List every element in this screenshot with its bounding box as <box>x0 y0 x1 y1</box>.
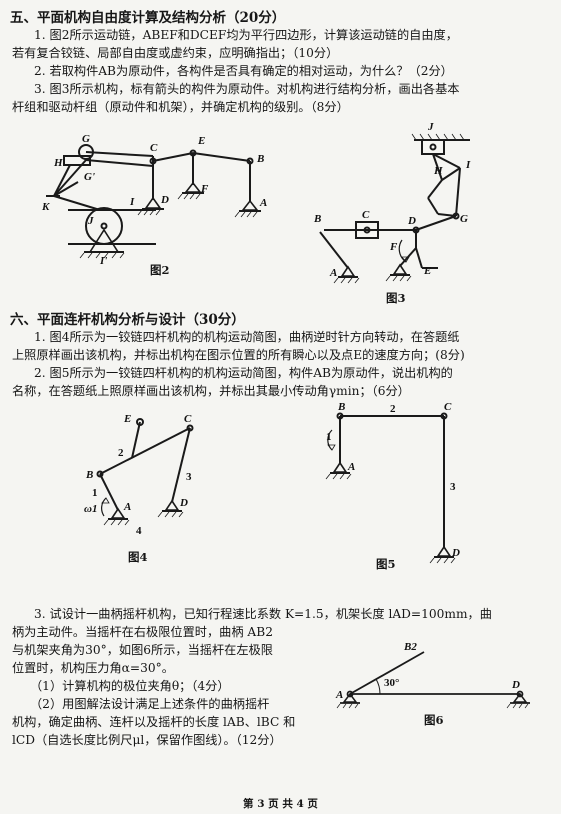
fig6-label-a: A <box>335 689 343 701</box>
fig5-link-2: 2 <box>390 403 396 415</box>
fig2-label-b: B <box>256 153 264 165</box>
fig5-link-1: 1 <box>326 431 332 443</box>
fig4-link-1: 1 <box>92 487 98 499</box>
fig2-label-h: H <box>53 157 63 169</box>
fig4-label-c: C <box>184 413 192 425</box>
section6-q2-line2: 名称，在答题纸上照原样画出该机构，并标出其最小传动角γmin；（6分） <box>12 384 410 398</box>
fig3-label-j: J <box>427 121 434 133</box>
fig4-label-a: A <box>123 501 131 513</box>
fig2-label-ip: I' <box>99 255 107 267</box>
fig3-label-b: B <box>313 213 321 225</box>
fig5-label-d: D <box>451 547 460 559</box>
q3-line6: （2）用图解法设计满足上述条件的曲柄摇杆 <box>30 697 270 711</box>
fig2-label-a: A <box>259 197 267 209</box>
fig3-label-g: G <box>460 213 468 225</box>
fig4-link-4: 4 <box>136 525 142 537</box>
fig2-label-g: G <box>82 133 90 145</box>
fig2-label-gp: G' <box>84 171 95 183</box>
fig3-slider-j <box>421 139 445 155</box>
fig4-label-b: B <box>85 469 93 481</box>
section5-q3-line2: 杆组和驱动杆组（原动件和机架），并确定机构的级别。（8分） <box>12 100 349 114</box>
fig5-label-c: C <box>444 401 452 413</box>
fig3-label-i: I <box>465 159 471 171</box>
section5-q1-line2: 若有复合铰链、局部自由度或虚约束，应明确指出；（10分） <box>12 46 339 60</box>
fig2-label-e: E <box>197 135 205 147</box>
fig3-slider-c <box>355 221 379 239</box>
fig2-label-c: C <box>150 142 158 154</box>
fig3-label-e: E <box>423 265 431 277</box>
q3-line4: 位置时，机构压力角α=30°。 <box>12 661 174 675</box>
q3-line3: 与机架夹角为30°，如图6所示，当摇杆在左极限 <box>12 643 273 657</box>
fig5-link-3: 3 <box>450 481 456 493</box>
fig4-link-2: 2 <box>118 447 124 459</box>
q3-line8: lCD（自选长度比例尺μl，保留作图线）。（12分） <box>12 733 282 747</box>
figure-2: H G G' K I J I' C D E F B A <box>41 133 267 267</box>
fig5-caption: 图5 <box>376 557 396 571</box>
fig6-angle-label: 30° <box>384 677 399 689</box>
fig3-label-f: F <box>389 241 398 253</box>
figure-5: B C A D 1 2 3 <box>325 401 460 564</box>
q3-line7: 机构，确定曲柄、连杆以及摇杆的长度 lAB、lBC 和 <box>12 715 296 729</box>
section5-title: 五、平面机构自由度计算及结构分析（20分） <box>10 10 286 26</box>
q3-line5: （1）计算机构的极位夹角θ；（4分） <box>30 679 230 693</box>
section6-q1-line1: 1. 图4所示为一铰链四杆机构的机构运动简图，曲柄逆时针方向转动，在答题纸 <box>34 330 460 344</box>
q3-line2: 柄为主动件。当摇杆在右极限位置时，曲柄 AB2 <box>12 625 273 639</box>
fig3-label-a: A <box>329 267 337 279</box>
fig3-label-c: C <box>362 209 370 221</box>
section5-q2: 2. 若取构件AB为原动件，各构件是否具有确定的相对运动，为什么？（2分） <box>34 64 453 78</box>
page-footer: 第 3 页 共 4 页 <box>243 798 318 810</box>
section5-q3-line1: 3. 图3所示机构，标有箭头的构件为原动件。对机构进行结构分析，画出各基本 <box>34 82 460 96</box>
fig2-label-d: D <box>160 194 169 206</box>
fig2-caption: 图2 <box>150 263 170 277</box>
section6-title: 六、平面连杆机构分析与设计（30分） <box>10 312 245 328</box>
fig2-label-k: K <box>41 201 50 213</box>
q3-line1: 3. 试设计一曲柄摇杆机构，已知行程速比系数 K=1.5，机架长度 lAD=10… <box>34 607 492 621</box>
figure-6: B2 A D 30° <box>335 641 530 709</box>
fig6-caption: 图6 <box>424 713 444 727</box>
section5-q1-line1: 1. 图2所示运动链，ABEF和DCEF均为平行四边形，计算该运动链的自由度， <box>34 28 458 42</box>
fig6-label-d: D <box>511 679 520 691</box>
fig3-label-h: H <box>433 165 443 177</box>
section6-q1-line2: 上照原样画出该机构，并标出机构在图示位置的所有瞬心以及点E的速度方向；(8分) <box>12 348 465 362</box>
fig3-label-d: D <box>407 215 416 227</box>
fig4-caption: 图4 <box>128 550 148 564</box>
figure-4: E C B A D 2 3 1 4 ω1 <box>84 413 194 537</box>
fig5-label-b: B <box>337 401 345 413</box>
fig4-label-e: E <box>123 413 131 425</box>
fig5-label-a: A <box>347 461 355 473</box>
fig6-label-b2: B2 <box>403 641 417 653</box>
fig4-label-d: D <box>179 497 188 509</box>
fig2-label-f: F <box>200 183 209 195</box>
figure-3: J H I B C D G F A E <box>313 121 471 284</box>
fig4-omega: ω1 <box>84 503 97 515</box>
fig2-wheel-j <box>85 207 123 245</box>
fig2-label-i: I <box>129 196 135 208</box>
fig3-caption: 图3 <box>386 291 406 305</box>
fig4-link-3: 3 <box>186 471 192 483</box>
fig2-label-j: J <box>87 215 94 227</box>
section6-q2-line1: 2. 图5所示为一铰链四杆机构的机构运动简图，构件AB为原动件，说出机构的 <box>34 366 453 380</box>
